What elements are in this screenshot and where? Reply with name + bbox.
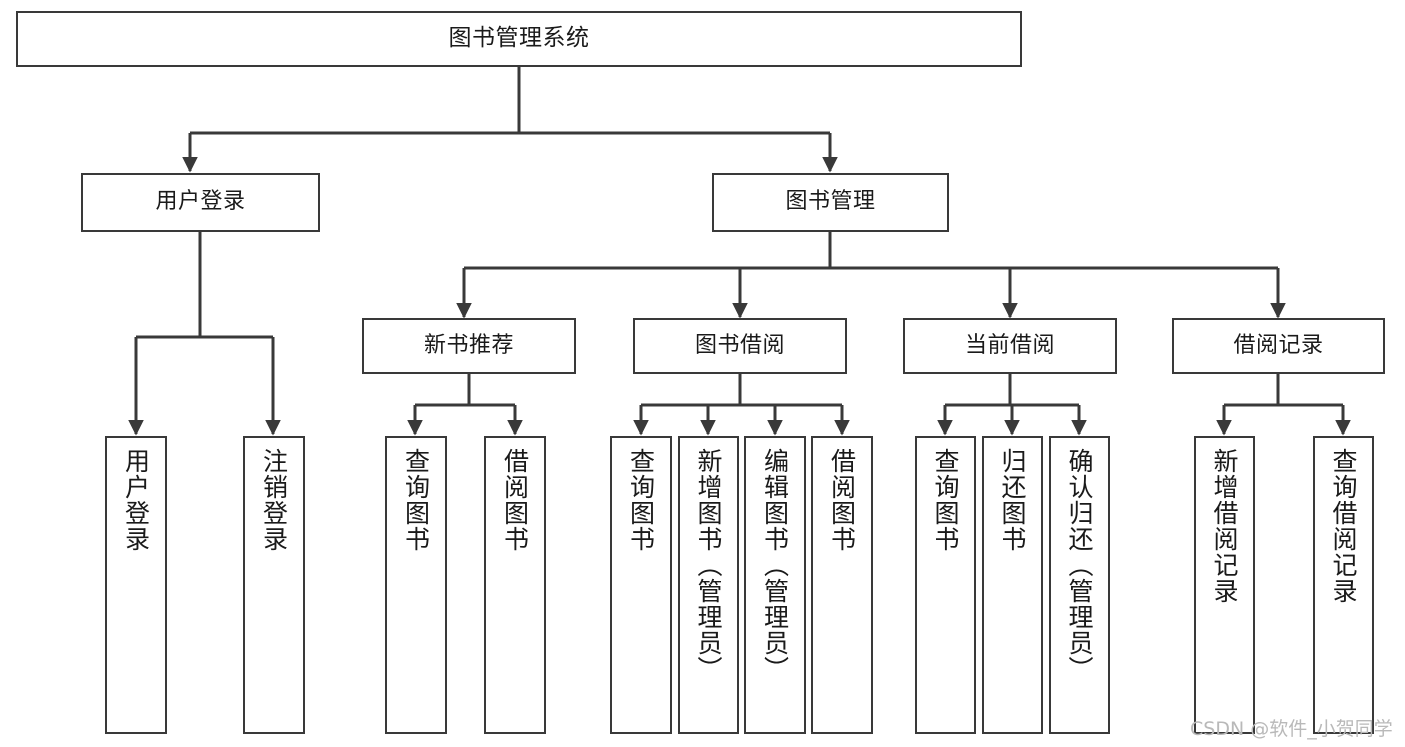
node-leaf-borrow-book-1-label: 借阅图书 <box>500 448 530 552</box>
node-new-book-recommend[interactable]: 新书推荐 <box>362 318 576 374</box>
node-book-borrow-label: 图书借阅 <box>694 332 785 358</box>
node-user-login[interactable]: 用户登录 <box>81 173 320 232</box>
node-leaf-user-login-label: 用户登录 <box>121 448 151 552</box>
node-leaf-confirm-return-label: 确认归还（管理员） <box>1065 448 1094 682</box>
node-leaf-logout-login[interactable]: 注销登录 <box>243 436 305 734</box>
node-book-manage-label: 图书管理 <box>785 189 876 215</box>
node-book-manage[interactable]: 图书管理 <box>712 173 949 232</box>
node-leaf-query-book-2[interactable]: 查询图书 <box>610 436 672 734</box>
node-new-book-recommend-label: 新书推荐 <box>423 332 514 358</box>
node-leaf-add-book[interactable]: 新增图书（管理员） <box>678 436 739 734</box>
node-borrow-record-label: 借阅记录 <box>1233 332 1324 358</box>
node-book-borrow[interactable]: 图书借阅 <box>633 318 847 374</box>
node-current-borrow-label: 当前借阅 <box>964 332 1055 358</box>
node-leaf-add-book-label: 新增图书（管理员） <box>694 448 723 682</box>
node-leaf-query-book-3-label: 查询图书 <box>931 448 960 552</box>
node-leaf-confirm-return[interactable]: 确认归还（管理员） <box>1049 436 1110 734</box>
node-leaf-query-book-1[interactable]: 查询图书 <box>385 436 447 734</box>
node-leaf-return-book[interactable]: 归还图书 <box>982 436 1043 734</box>
node-leaf-query-book-1-label: 查询图书 <box>401 448 431 552</box>
node-leaf-user-login[interactable]: 用户登录 <box>105 436 167 734</box>
node-user-login-label: 用户登录 <box>155 189 246 215</box>
node-root-label: 图书管理系统 <box>448 25 590 52</box>
node-leaf-borrow-book-1[interactable]: 借阅图书 <box>484 436 546 734</box>
node-leaf-borrow-book-2-label: 借阅图书 <box>827 448 857 552</box>
node-leaf-query-book-2-label: 查询图书 <box>626 448 656 552</box>
node-leaf-add-record[interactable]: 新增借阅记录 <box>1194 436 1255 734</box>
node-current-borrow[interactable]: 当前借阅 <box>903 318 1117 374</box>
node-leaf-query-book-3[interactable]: 查询图书 <box>915 436 976 734</box>
node-leaf-borrow-book-2[interactable]: 借阅图书 <box>811 436 873 734</box>
node-leaf-query-record-label: 查询借阅记录 <box>1329 448 1358 604</box>
node-leaf-query-record[interactable]: 查询借阅记录 <box>1313 436 1374 734</box>
node-borrow-record[interactable]: 借阅记录 <box>1172 318 1385 374</box>
node-leaf-edit-book-label: 编辑图书（管理员） <box>760 448 790 682</box>
node-leaf-edit-book[interactable]: 编辑图书（管理员） <box>744 436 806 734</box>
node-leaf-return-book-label: 归还图书 <box>998 448 1027 552</box>
node-root[interactable]: 图书管理系统 <box>16 11 1022 67</box>
node-leaf-logout-login-label: 注销登录 <box>259 448 289 552</box>
node-leaf-add-record-label: 新增借阅记录 <box>1210 448 1239 604</box>
